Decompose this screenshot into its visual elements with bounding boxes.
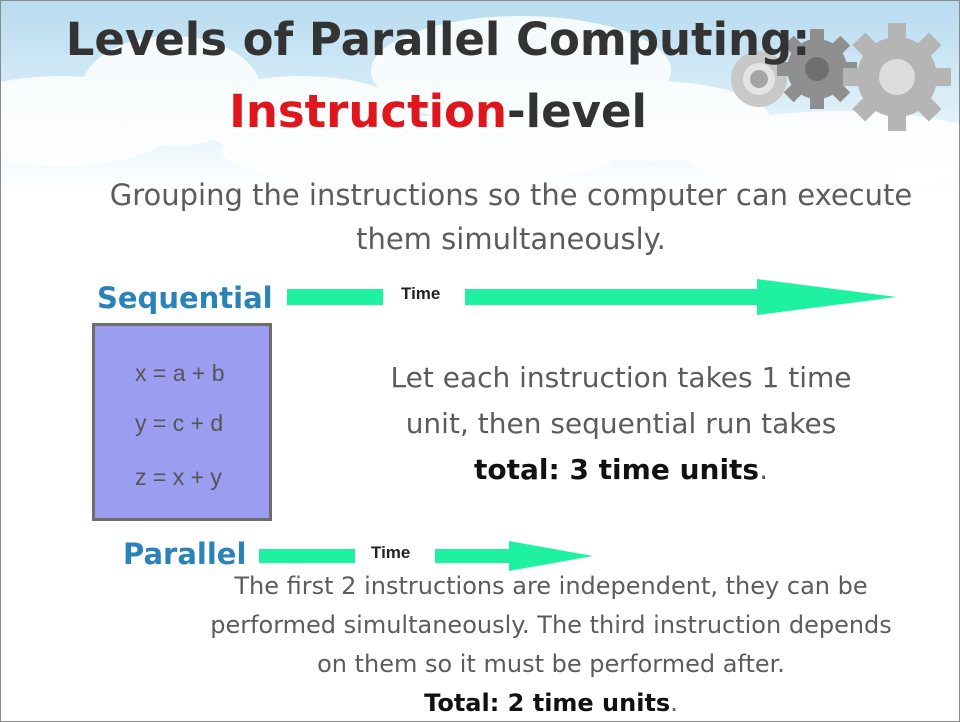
parallel-time-label: Time [371,543,411,562]
parallel-total: Total: 2 time units [424,689,671,717]
title-highlight: Instruction [229,85,507,138]
sequential-label: Sequential [97,281,273,315]
sequential-time-label: Time [401,284,441,303]
subtitle-line-1: Grouping the instructions so the compute… [109,178,913,212]
sequential-total: total: 3 time units [474,453,760,486]
subtitle-line-2: them simultaneously. [356,222,666,256]
sequential-total-period: . [759,453,768,486]
sequential-explanation-line-2: unit, then sequential run takes [405,407,837,440]
title-rest: -level [506,85,647,138]
title-line-2: Instruction-level [1,85,917,138]
cloud-decoration [1,16,959,191]
parallel-total-period: . [670,689,678,717]
parallel-explanation-line-2: performed simultaneously. The third inst… [210,611,892,639]
sequential-explanation-line-1: Let each instruction takes 1 time [390,361,852,394]
code-line: z = x + y [135,464,222,490]
parallel-total-line: Total: 2 time units. [151,684,951,721]
code-line: x = a + b [135,360,225,386]
sequential-explanation: Let each instruction takes 1 time unit, … [331,355,911,493]
sequential-time-arrow-icon [287,279,897,315]
code-box: x = a + b y = c + d z = x + y [92,323,272,521]
code-line: y = c + d [135,410,224,436]
parallel-explanation: The first 2 instructions are independent… [151,567,951,721]
parallel-label: Parallel [123,537,247,571]
sequential-total-line: total: 3 time units. [331,447,911,493]
parallel-time-arrow-icon [259,541,593,571]
title-line-1: Levels of Parallel Computing: [65,13,811,66]
parallel-explanation-line-1: The first 2 instructions are independent… [234,572,868,600]
gears-icon [731,23,951,131]
parallel-explanation-line-3: on them so it must be performed after. [317,650,785,678]
subtitle: Grouping the instructions so the compute… [61,173,959,261]
